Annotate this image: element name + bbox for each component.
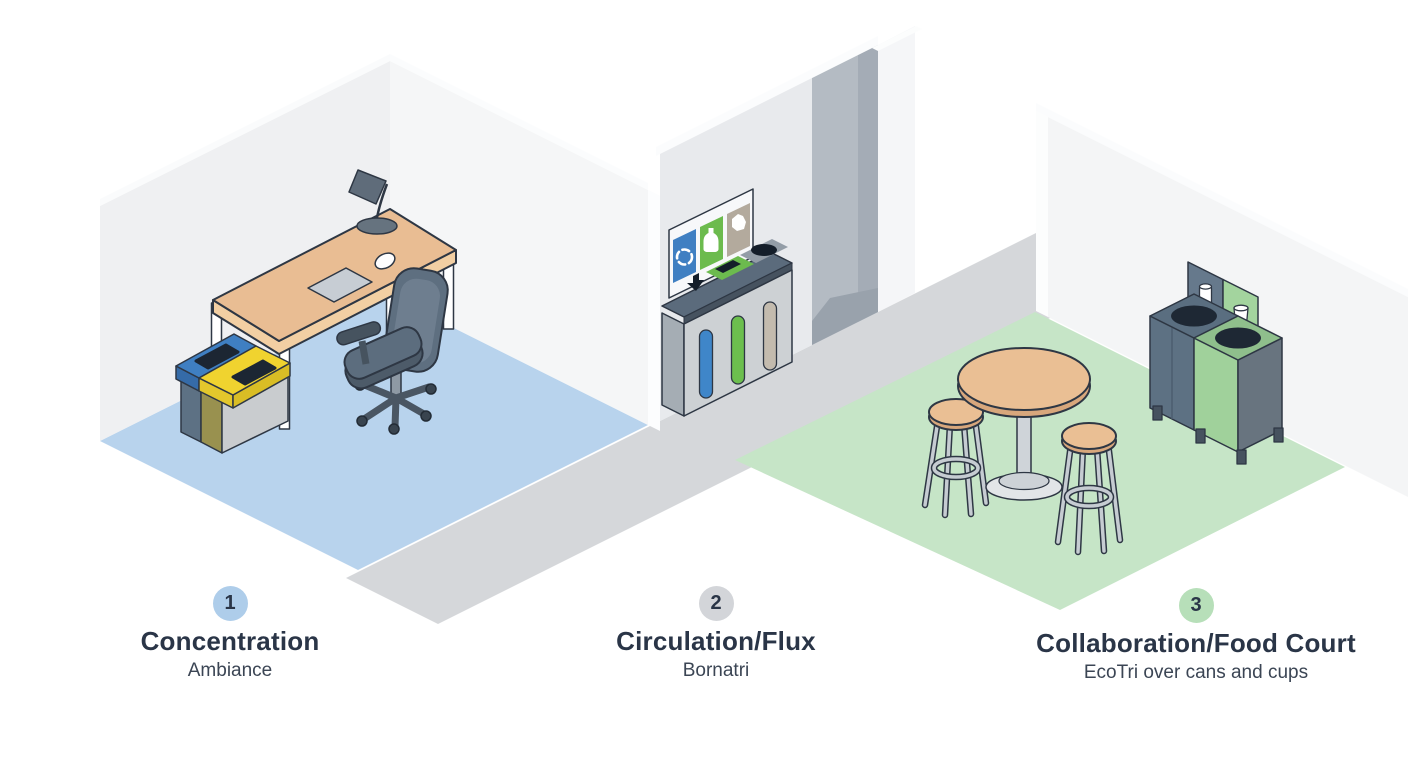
recycling-station-ecotri: [1149, 261, 1284, 465]
chair-seat: [343, 326, 423, 380]
lamp-head: [348, 169, 387, 205]
zone3-floor: [735, 312, 1345, 610]
chair-armrest: [336, 321, 382, 346]
paper-icon: [732, 214, 746, 231]
station-stripe-beige: [762, 301, 778, 371]
ecotri-left-bin-hole: [1171, 305, 1217, 327]
zone1-right-wall: [390, 61, 648, 425]
station-round-hole: [751, 244, 777, 256]
zone1-floor: [100, 296, 648, 570]
zone1-title: Concentration: [140, 626, 320, 656]
doorway-pillar: [878, 26, 915, 312]
stool-right: [1054, 422, 1124, 556]
zone2-label: 2 Circulation/Flux Bornatri: [536, 586, 896, 682]
zone1-subtitle: Ambiance: [187, 660, 273, 681]
zone1-left-wall: [100, 61, 390, 441]
zone2-title: Circulation/Flux: [616, 626, 816, 656]
zone1-number-badge: 1: [212, 586, 248, 621]
stool-left-ring-inner: [932, 457, 980, 479]
floors: [100, 191, 1345, 624]
two-stream-recycling-bin: [175, 333, 291, 454]
stool-left: [921, 398, 990, 519]
zone1-left-wall-top-cap: [100, 54, 390, 206]
table-base-step: [998, 471, 1050, 491]
sorting-station-bornatri: [661, 188, 793, 417]
zone3-subtitle: EcoTri over cans and cups: [1083, 662, 1309, 683]
lamp-base: [356, 217, 398, 235]
doorway-inner-floor: [812, 288, 878, 345]
bottle-icon: [703, 228, 719, 252]
zone3-number-badge: 3: [1178, 588, 1214, 623]
doorway-pillar-top-cap: [872, 26, 922, 51]
station-stripe-blue: [698, 329, 714, 399]
corridor-floor: [346, 191, 1212, 624]
chair-armrest-support: [358, 340, 370, 365]
bin-slot-yellow: [231, 359, 277, 386]
stool-left-seat: [928, 398, 984, 426]
paper-slot-arrow-icon: [687, 273, 704, 291]
signage-tile-blue: [673, 229, 696, 283]
ecotri-feet: [1152, 405, 1284, 465]
stool-right-seat: [1061, 422, 1117, 450]
recycle-icon: [675, 248, 694, 266]
stool-right-legs-inner: [1056, 441, 1122, 554]
zone3-wall-end-cap: [1036, 111, 1048, 317]
corridor-wall-top-cap: [656, 36, 878, 156]
station-stripe-green: [730, 315, 746, 385]
stool-left-legs-inner: [923, 417, 988, 517]
ecotri-right-bin-hole: [1215, 327, 1261, 349]
zone1-label: 1 Concentration Ambiance: [50, 586, 410, 682]
zone2-subtitle: Bornatri: [682, 660, 750, 681]
chair-base-spokes: [358, 380, 433, 431]
notepad: [307, 267, 373, 303]
mouse: [374, 252, 396, 270]
zone3-wall-top-cap: [1036, 103, 1408, 297]
bistro-table: [957, 347, 1091, 501]
station-square-hole: [715, 260, 741, 273]
doorway-opening-left: [812, 55, 858, 345]
zone2-number-badge: 2: [698, 586, 734, 621]
stool-right-ring-inner: [1065, 486, 1113, 508]
doorway-opening-right: [858, 45, 878, 322]
zone1-right-wall-end-cap: [648, 190, 660, 431]
desk-lamp: [348, 169, 398, 235]
office-chair: [336, 267, 449, 435]
zone3-label: 3 Collaboration/Food Court EcoTri over c…: [1016, 588, 1376, 684]
bin-slot-blue: [194, 343, 240, 370]
station-body-left: [661, 312, 685, 417]
zone1-right-wall-top-cap: [390, 54, 648, 190]
zone3-title: Collaboration/Food Court: [1036, 628, 1356, 658]
table-top: [957, 347, 1091, 411]
